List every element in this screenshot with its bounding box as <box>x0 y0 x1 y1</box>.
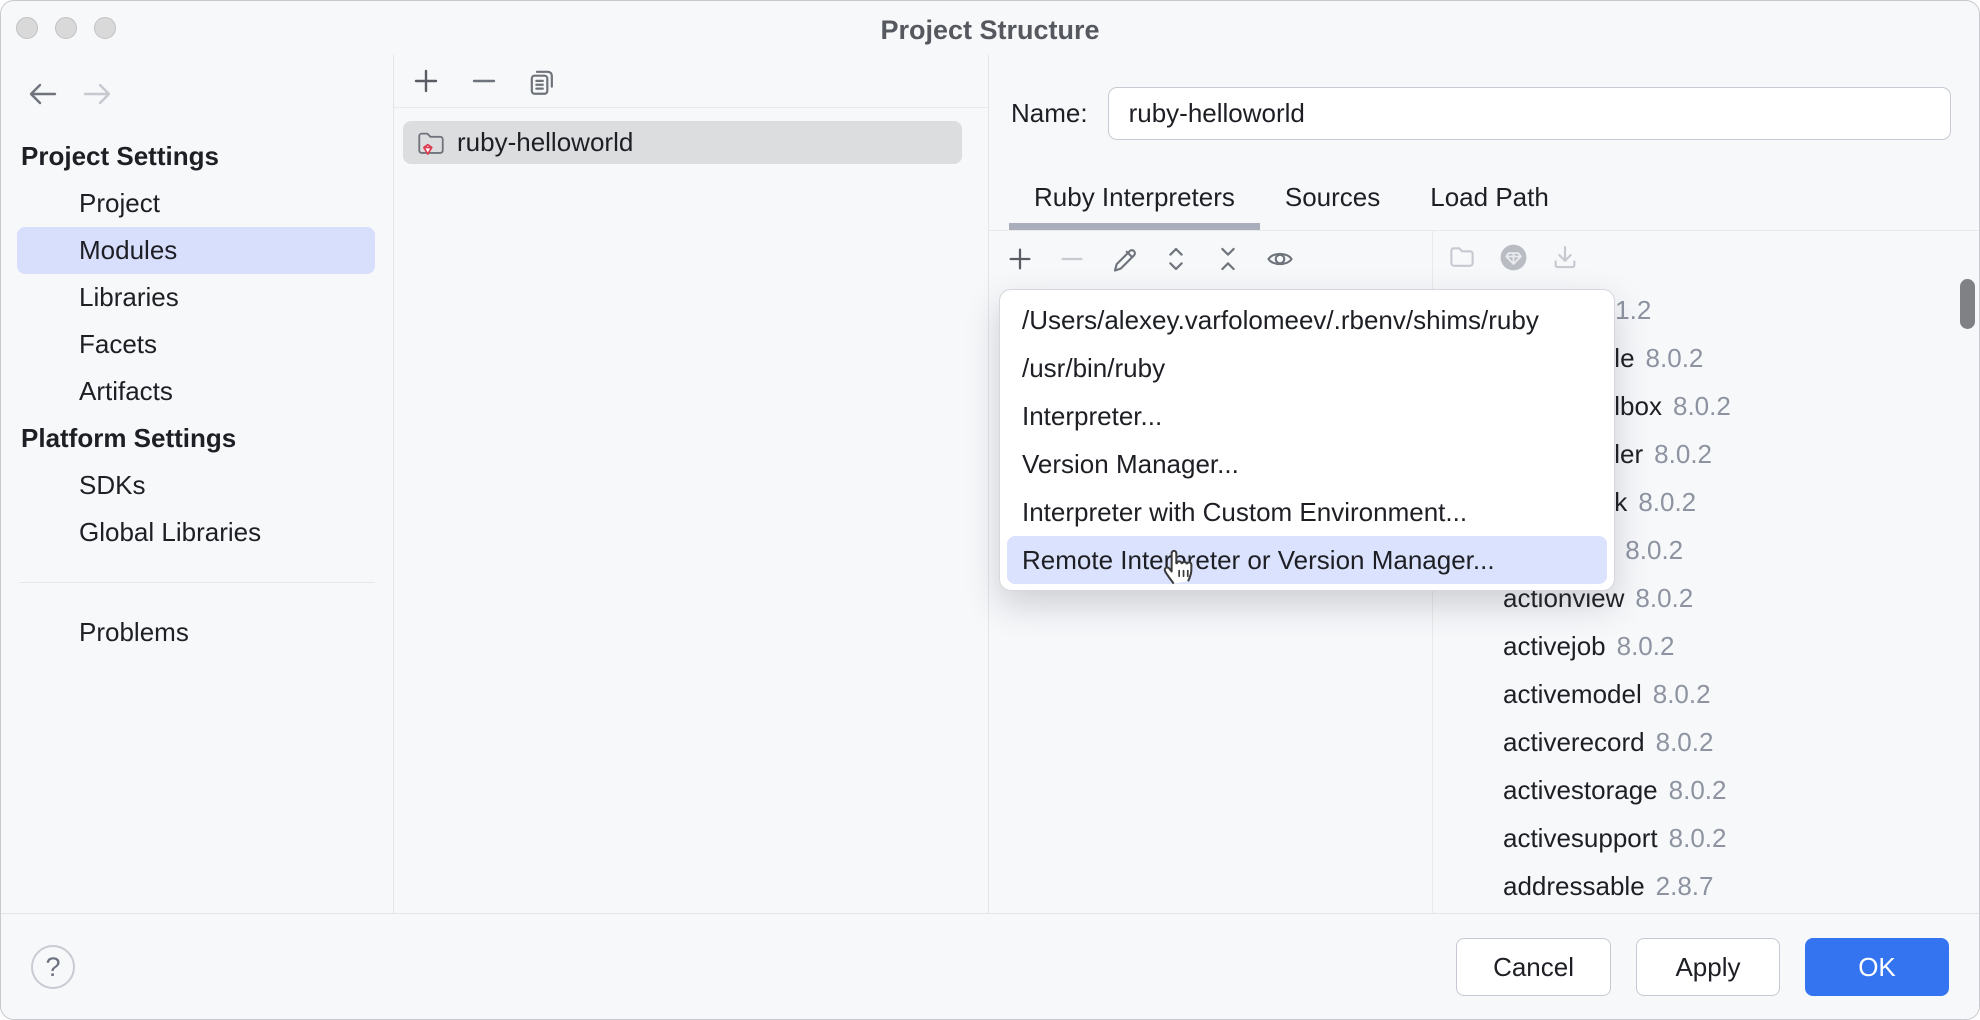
folder-icon[interactable] <box>1447 242 1477 284</box>
gem-name: activerecord <box>1503 726 1645 757</box>
gem-version: 8.0.2 <box>1668 822 1727 853</box>
module-name: ruby-helloworld <box>457 127 634 157</box>
zoom-icon[interactable] <box>94 17 116 39</box>
module-folder-gem-icon <box>415 127 447 159</box>
gem-name: activemodel <box>1503 678 1642 709</box>
sidebar-item[interactable]: Global Libraries <box>79 517 262 547</box>
tab[interactable]: Ruby Interpreters <box>1009 168 1260 230</box>
sidebar-item[interactable]: Libraries <box>79 282 179 312</box>
tabs-divider <box>989 230 1979 231</box>
gem-list-item[interactable]: activesupport 8.0.2 <box>1433 814 1979 862</box>
show-icon[interactable] <box>1265 244 1295 274</box>
back-icon[interactable] <box>27 81 59 107</box>
cancel-button[interactable]: Cancel <box>1456 938 1611 996</box>
close-icon[interactable] <box>16 17 38 39</box>
apply-button[interactable]: Apply <box>1636 938 1780 996</box>
sidebar-item[interactable]: SDKs <box>79 470 146 500</box>
gem-list-item[interactable]: activemodel 8.0.2 <box>1433 670 1979 718</box>
forward-icon[interactable] <box>81 81 113 107</box>
gem-list-item[interactable]: addressable 2.8.7 <box>1433 862 1979 910</box>
sidebar-item[interactable] <box>19 582 375 583</box>
sidebar-item[interactable]: Project Settings <box>21 141 219 171</box>
menu-item[interactable]: Remote Interpreter or Version Manager... <box>1007 536 1607 584</box>
gem-name: activesupport <box>1503 822 1658 853</box>
gem-name: activestorage <box>1503 774 1658 805</box>
module-name-input[interactable] <box>1107 87 1951 140</box>
window-title: Project Structure <box>880 15 1100 45</box>
interpreters-toolbar <box>989 231 1432 274</box>
gem-name: addressable <box>1503 870 1645 901</box>
sidebar-item[interactable]: Problems <box>79 617 189 647</box>
add-icon[interactable] <box>1005 244 1035 274</box>
remove-icon[interactable] <box>1057 244 1087 274</box>
edit-icon[interactable] <box>1109 244 1139 274</box>
add-icon[interactable] <box>410 65 442 97</box>
menu-item[interactable]: /usr/bin/ruby <box>1022 353 1166 383</box>
download-icon[interactable] <box>1550 242 1580 284</box>
modules-toolbar <box>394 55 988 108</box>
gems-toolbar <box>1433 231 1979 284</box>
menu-item[interactable]: Interpreter with Custom Environment... <box>1022 497 1468 527</box>
sidebar-item[interactable]: Artifacts <box>79 376 173 406</box>
sidebar-item[interactable]: Facets <box>79 329 158 359</box>
gem-version: 8.0.2 <box>1625 534 1684 565</box>
sidebar-item[interactable]: Modules <box>17 227 375 274</box>
tab[interactable]: Sources <box>1284 182 1381 212</box>
expand-icon[interactable] <box>1161 244 1191 274</box>
traffic-lights <box>16 17 116 39</box>
gem-list-item[interactable]: activestorage 8.0.2 <box>1433 766 1979 814</box>
module-list-item[interactable]: ruby-helloworld <box>403 121 962 164</box>
modules-panel: ruby-helloworld <box>394 55 989 913</box>
name-label: Name: <box>1011 98 1088 128</box>
tab[interactable]: Load Path <box>1430 182 1549 212</box>
gem-name: activejob <box>1503 630 1606 661</box>
interpreters-pane <box>989 231 1432 913</box>
gem-version: 8.0.2 <box>1652 678 1711 709</box>
gem-version: 8.0.2 <box>1616 630 1675 661</box>
gem-version: 8.0.2 <box>1655 726 1714 757</box>
sidebar-item[interactable]: Project <box>79 188 160 218</box>
gem-version: 8.0.2 <box>1635 582 1694 613</box>
menu-item[interactable]: /Users/alexey.varfolomeev/.rbenv/shims/r… <box>1022 305 1539 335</box>
gem-version: 8.0.2 <box>1672 390 1731 421</box>
menu-item[interactable]: Interpreter... <box>1022 401 1163 431</box>
dialog-footer: ? Cancel Apply OK <box>1 913 1979 1019</box>
menu-item[interactable]: Version Manager... <box>1022 449 1239 479</box>
gem-version: 8.0.2 <box>1668 774 1727 805</box>
remove-icon[interactable] <box>468 65 500 97</box>
help-button[interactable]: ? <box>31 945 75 989</box>
gems-scrollbar-thumb[interactable] <box>1960 279 1975 329</box>
gem-list-item[interactable]: activerecord 8.0.2 <box>1433 718 1979 766</box>
gem-version: 2.8.7 <box>1655 870 1714 901</box>
sidebar-item[interactable]: Platform Settings <box>21 423 237 453</box>
titlebar: Project Structure <box>1 1 1979 55</box>
add-interpreter-menu: /Users/alexey.varfolomeev/.rbenv/shims/r… <box>999 289 1615 591</box>
gem-version: 8.0.2 <box>1638 486 1697 517</box>
details-tabs: Ruby Interpreters Sources Load Path <box>1009 168 1979 230</box>
gem-version: 8.0.2 <box>1645 342 1704 373</box>
copy-icon[interactable] <box>526 66 557 97</box>
gem-list-item[interactable]: activejob 8.0.2 <box>1433 622 1979 670</box>
collapse-icon[interactable] <box>1213 244 1243 274</box>
gem-version: 8.0.2 <box>1654 438 1712 469</box>
ok-button[interactable]: OK <box>1805 938 1949 996</box>
minimize-icon[interactable] <box>55 17 77 39</box>
gem-icon[interactable] <box>1498 242 1529 284</box>
